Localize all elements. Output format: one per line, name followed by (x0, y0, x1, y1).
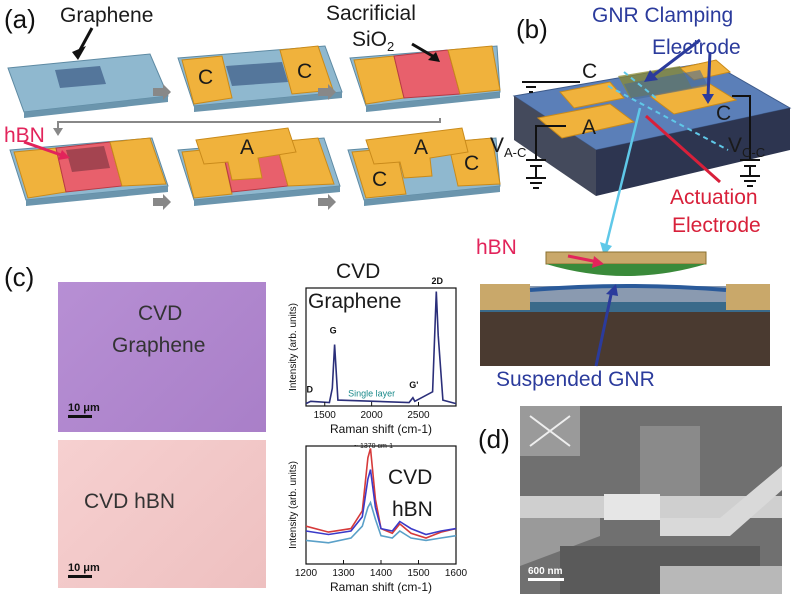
peak-label-2: G' (409, 380, 418, 390)
x-tick-label-4: 1600 (445, 568, 468, 579)
y-axis-title: Intensity (arb. units) (288, 303, 299, 391)
arrow-1 (153, 84, 171, 100)
arrow-5 (318, 194, 336, 210)
step5-actuation-label: A (240, 136, 255, 159)
x-tick-label-2: 1400 (370, 568, 393, 579)
x-tick-label-3: 1500 (407, 568, 430, 579)
x-axis-title: Raman shift (cm-1) (330, 422, 432, 436)
actuation-electrode-label: Electrode (672, 214, 761, 237)
step6-contact-left: C (372, 168, 388, 191)
x-tick-label-0: 1200 (295, 568, 318, 579)
sem-scale-label: 600 nm (528, 566, 563, 577)
sio2-label: SiO2 (352, 28, 395, 55)
plot-frame (305, 445, 457, 565)
hbn-label-b: hBN (476, 236, 517, 259)
peak-label-3: 2D (431, 276, 443, 286)
x-axis-title: Raman shift (cm-1) (330, 580, 432, 594)
x-tick-label-0: 1500 (314, 410, 337, 421)
scale-bar-bottom: 10 μm (68, 562, 100, 578)
cvd-graphene-micrograph: CVD Graphene 10 μm (58, 282, 266, 432)
sem-scale-bar: 600 nm (528, 566, 564, 581)
b-actuation-contact-label: A (582, 116, 597, 139)
step6-final (347, 127, 501, 206)
plot-frame (305, 287, 457, 407)
sacrificial-label: Sacrificial (326, 2, 416, 25)
panel-label-b: (b) (516, 14, 548, 44)
step2-contact-right: C (297, 60, 313, 83)
panel-label-d: (d) (478, 424, 510, 454)
single-layer-label: Single layer (348, 389, 395, 399)
y-axis-title: Intensity (arb. units) (288, 461, 299, 549)
step6-actuation-label: A (414, 136, 429, 159)
cvd-graphene-img-line2: Graphene (112, 334, 206, 357)
panel-a-process-diagram (7, 27, 501, 210)
v-cc-label: VC-C (728, 134, 766, 161)
row-connector (57, 118, 441, 130)
scale-bar-top: 10 μm (68, 402, 100, 418)
arrow-2 (318, 84, 336, 100)
spectrum-top-title-line2: Graphene (308, 290, 402, 313)
spectrum-bottom-title-line1: CVD (388, 466, 433, 489)
step4-hbn (9, 137, 169, 206)
step6-contact-right: C (464, 152, 480, 175)
x-tick-label-1: 2000 (361, 410, 384, 421)
scale-bar-top-label: 10 μm (68, 402, 100, 414)
cvd-hbn-img-label: CVD hBN (84, 490, 176, 513)
step2-contact-left: C (198, 66, 214, 89)
actuation-label: Actuation (670, 186, 758, 209)
step5-actuation (177, 127, 341, 206)
cross-section (480, 251, 770, 366)
spectrum-bottom-title-line2: hBN (392, 498, 433, 521)
peak-label-0: D (307, 385, 314, 395)
panel-b-device-diagram (480, 38, 792, 367)
step1-substrate (7, 53, 169, 118)
v-ac-label: VA-C (490, 134, 527, 161)
hbn-peak-label: ~ 1370 cm-1 (354, 443, 393, 450)
gnr-clamping-label: GNR Clamping (592, 4, 734, 27)
clamping-electrode-label: Electrode (652, 36, 741, 59)
graphene-label: Graphene (60, 4, 154, 27)
series-line-0 (305, 291, 457, 405)
step3-sacrificial (349, 45, 501, 112)
cvd-graphene-img-line1: CVD (138, 302, 183, 325)
b-top-contact-label: C (582, 60, 598, 83)
arrow-4 (153, 194, 171, 210)
suspended-gnr-label: Suspended GNR (496, 368, 655, 391)
b-right-contact-label: C (716, 102, 732, 125)
hbn-label-a: hBN (4, 124, 45, 147)
sem-image: 600 nm (520, 406, 782, 594)
series-line-0 (305, 448, 457, 539)
x-tick-label-1: 1300 (332, 568, 355, 579)
x-tick-label-2: 2500 (407, 410, 430, 421)
panel-label-c: (c) (4, 262, 35, 292)
panel-label-a: (a) (4, 4, 36, 34)
series-line-1 (305, 469, 457, 536)
cvd-hbn-micrograph: CVD hBN 10 μm (58, 440, 266, 588)
spectrum-top-title-line1: CVD (336, 260, 381, 283)
peak-label-1: G (330, 326, 337, 336)
scale-bar-bottom-label: 10 μm (68, 562, 100, 574)
step2-contacts (177, 45, 343, 112)
series-line-2 (305, 500, 457, 544)
